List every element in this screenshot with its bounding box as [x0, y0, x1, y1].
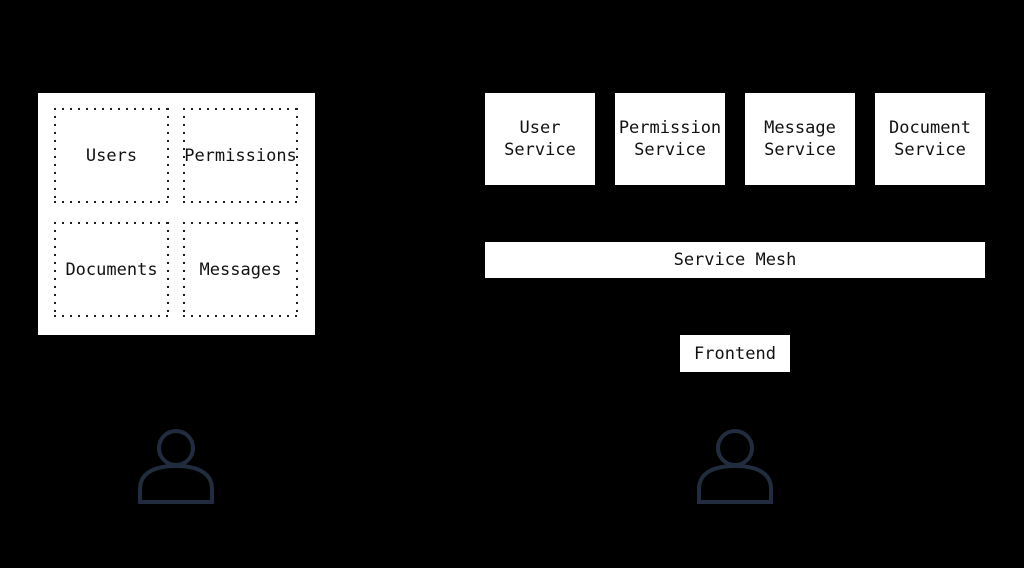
person-icon — [697, 429, 773, 504]
monolith-container: Users Permissions Documents Messages — [38, 93, 315, 335]
module-permissions: Permissions — [183, 108, 298, 203]
service-box-permission: Permission Service — [615, 93, 725, 185]
service-box-document: Document Service — [875, 93, 985, 185]
service-mesh-bar: Service Mesh — [485, 242, 985, 278]
module-documents: Documents — [54, 222, 169, 317]
module-messages: Messages — [183, 222, 298, 317]
person-icon — [138, 429, 214, 504]
service-box-user: User Service — [485, 93, 595, 185]
frontend-box: Frontend — [680, 335, 790, 372]
module-users: Users — [54, 108, 169, 203]
service-box-message: Message Service — [745, 93, 855, 185]
